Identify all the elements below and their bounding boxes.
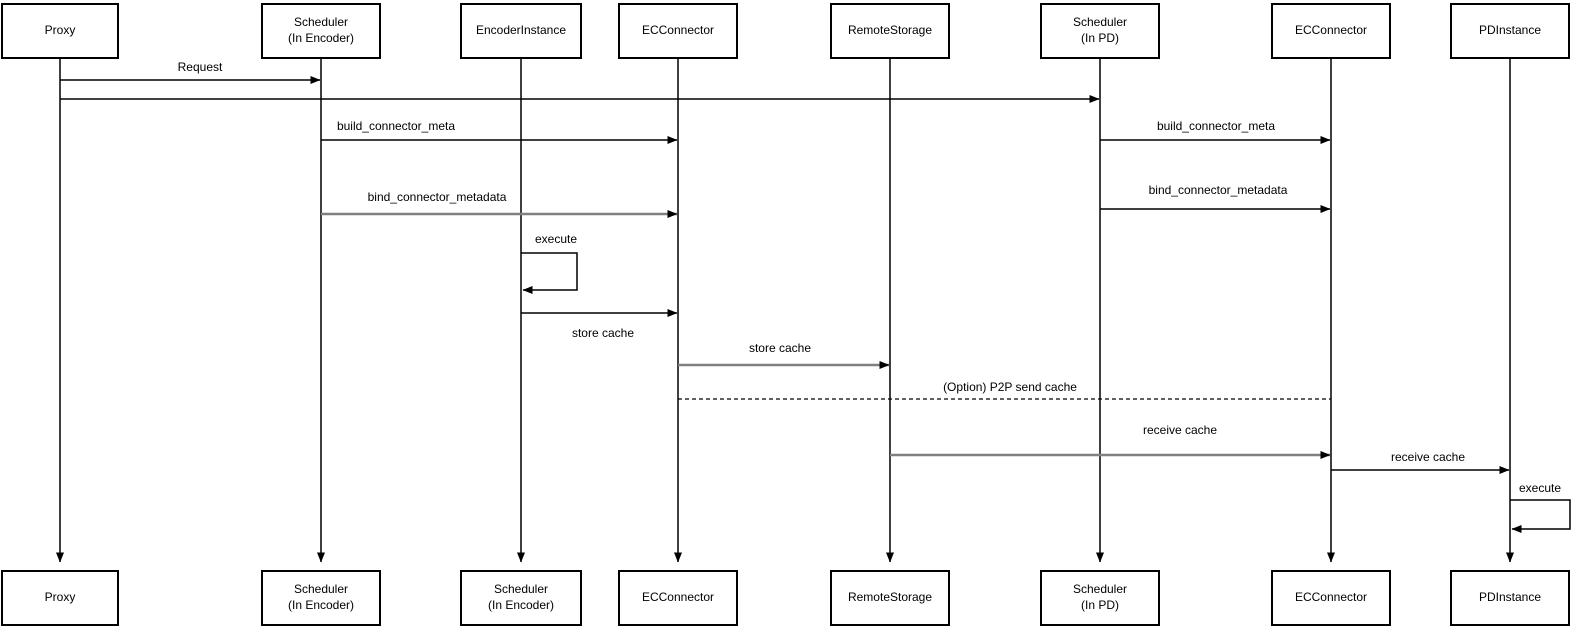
- participant-box-bottom-proxy: Proxy: [1, 570, 119, 626]
- participant-box-top-encoder-instance: EncoderInstance: [460, 3, 582, 59]
- message-label-9: receive cache: [1143, 423, 1217, 437]
- message-label-0: Request: [178, 60, 223, 74]
- self-loop-1-pdinstance: [1510, 499, 1571, 533]
- message-label-2: build_connector_meta: [337, 119, 455, 133]
- message-label-5: bind_connector_metadata: [1149, 183, 1288, 197]
- participant-box-top-pdinstance: PDInstance: [1450, 3, 1570, 59]
- self-loop-0-encoder-instance: [521, 252, 578, 294]
- participant-box-bottom-pdinstance: PDInstance: [1450, 570, 1570, 626]
- message-label-10: receive cache: [1391, 450, 1465, 464]
- participant-box-top-scheduler-pd: Scheduler (In PD): [1040, 3, 1160, 59]
- message-label-3: build_connector_meta: [1157, 119, 1275, 133]
- participant-box-bottom-ecconnector-1: ECConnector: [618, 570, 738, 626]
- participant-box-bottom-scheduler-encoder: Scheduler (In Encoder): [261, 570, 381, 626]
- participant-box-top-scheduler-encoder: Scheduler (In Encoder): [261, 3, 381, 59]
- participant-box-top-ecconnector-1: ECConnector: [618, 3, 738, 59]
- participant-box-top-proxy: Proxy: [1, 3, 119, 59]
- message-label-7: store cache: [749, 341, 811, 355]
- message-label-6: store cache: [572, 326, 634, 340]
- participant-box-bottom-remote-storage: RemoteStorage: [830, 570, 950, 626]
- message-label-8: (Option) P2P send cache: [943, 380, 1077, 394]
- participant-box-bottom-scheduler-pd: Scheduler (In PD): [1040, 570, 1160, 626]
- participant-box-top-ecconnector-2: ECConnector: [1271, 3, 1391, 59]
- participant-box-top-remote-storage: RemoteStorage: [830, 3, 950, 59]
- participant-box-bottom-ecconnector-2: ECConnector: [1271, 570, 1391, 626]
- self-loop-label-1: execute: [1519, 481, 1561, 495]
- self-loop-label-0: execute: [535, 232, 577, 246]
- message-label-4: bind_connector_metadata: [368, 190, 507, 204]
- participant-box-bottom-encoder-instance: Scheduler (In Encoder): [460, 570, 582, 626]
